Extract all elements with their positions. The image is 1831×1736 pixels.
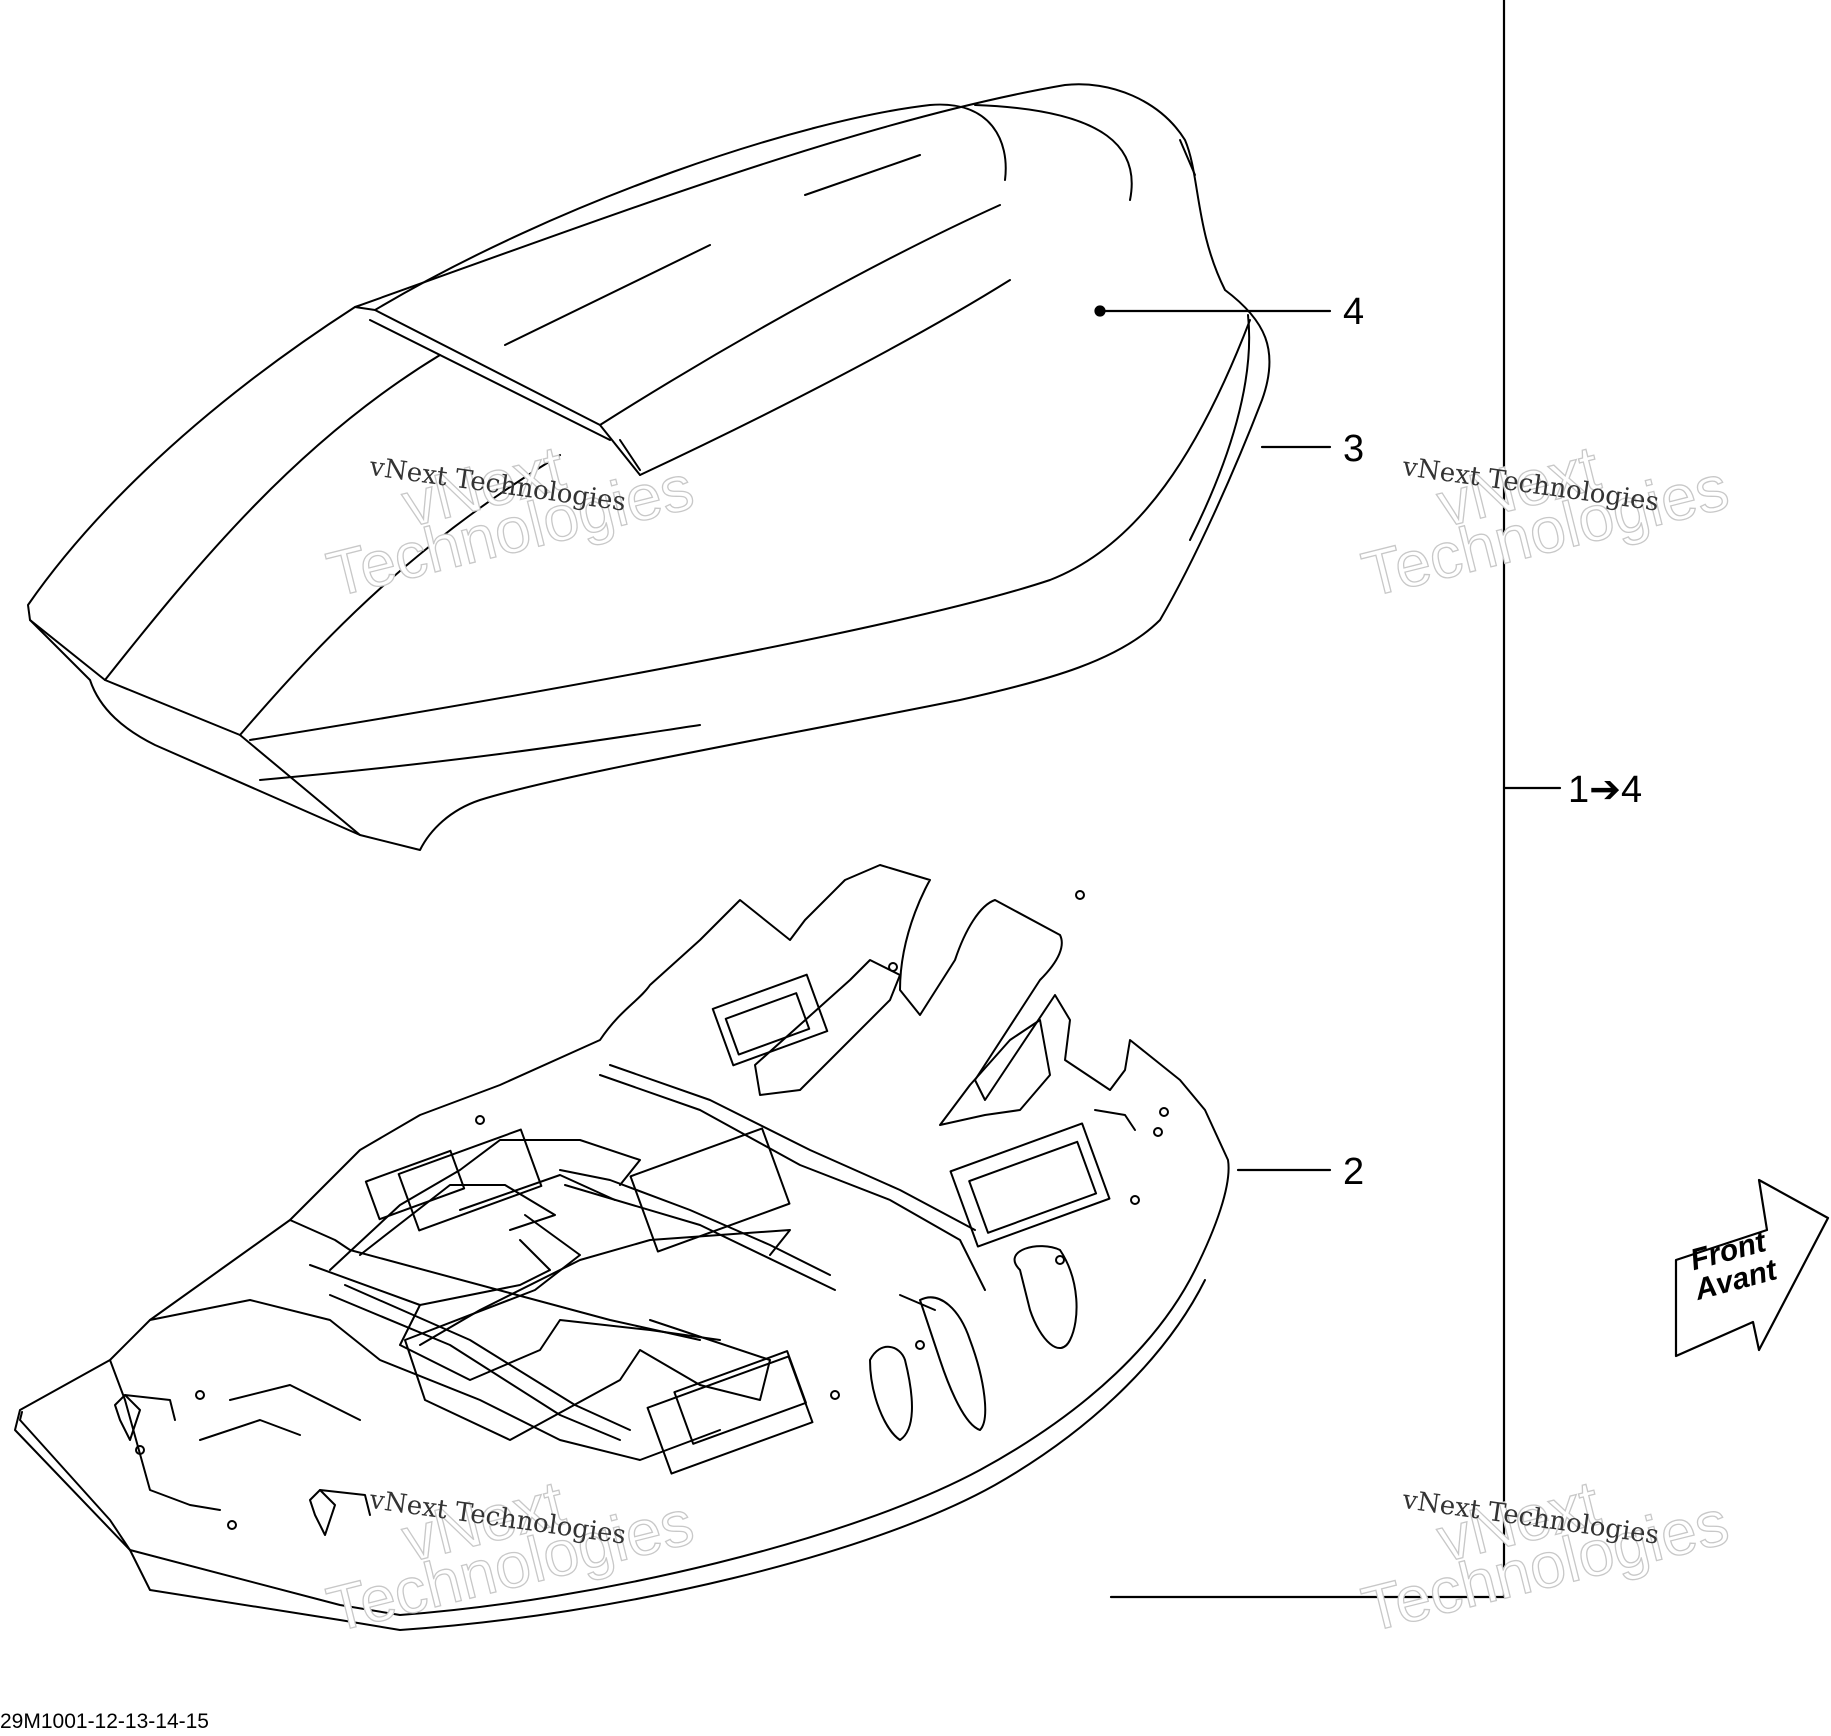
seat-cover-drawing bbox=[27, 83, 1271, 851]
callout-2: 2 bbox=[1343, 1151, 1365, 1193]
callout-4: 4 bbox=[1343, 291, 1365, 333]
callout-1-to-4: 1➔4 bbox=[1568, 769, 1643, 811]
leader-lines bbox=[1094, 0, 1562, 1599]
callout-3: 3 bbox=[1343, 428, 1365, 470]
drawing-code: 29M1001-12-13-14-15 bbox=[0, 1710, 209, 1733]
seat-base-drawing bbox=[14, 864, 1230, 1631]
front-arrow-icon bbox=[1674, 1178, 1830, 1358]
